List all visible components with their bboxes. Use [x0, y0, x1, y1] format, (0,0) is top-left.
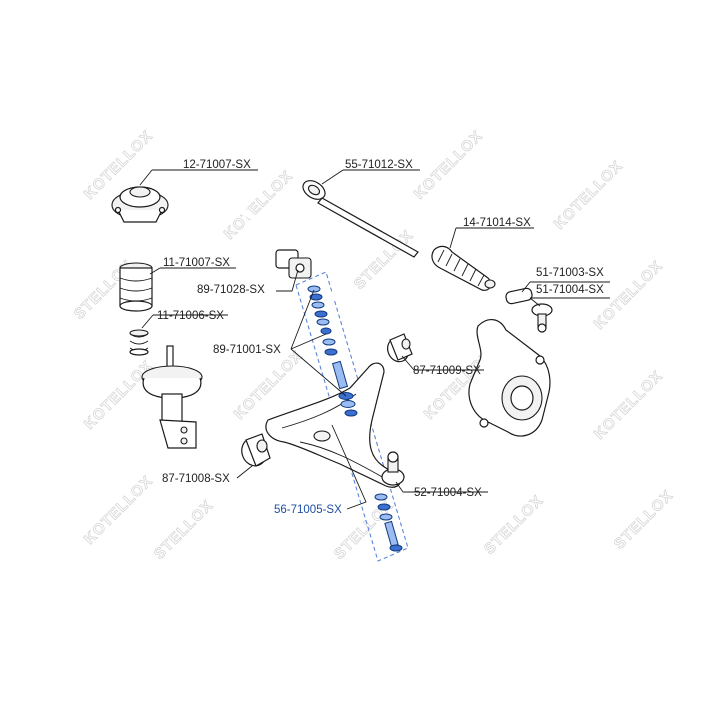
shock-absorber[interactable] — [141, 345, 203, 449]
label-11-71007-sx[interactable]: 11-71007-SX — [163, 257, 230, 269]
arm-bush-front[interactable] — [238, 433, 271, 469]
part-labels: 12-71007-SX 55-71012-SX 14-71014-SX 11-7… — [157, 159, 604, 516]
leader-lines — [139, 169, 610, 510]
steering-knuckle[interactable] — [468, 319, 551, 437]
label-55-71012-sx[interactable]: 55-71012-SX — [345, 159, 413, 171]
spring-pad[interactable] — [129, 329, 149, 356]
control-arm[interactable] — [265, 362, 401, 488]
watermark-text: KOTELLOX — [81, 472, 156, 547]
steering-boot[interactable] — [431, 245, 496, 291]
watermark-text: STELLOX — [481, 492, 547, 558]
watermark-text: STELLOX — [611, 487, 677, 553]
watermark-text: KOTELLOX — [221, 167, 296, 242]
tie-rod-end[interactable] — [505, 287, 553, 333]
watermark-text: KOTELLOX — [591, 367, 666, 442]
watermark-text: STELLOX — [151, 497, 217, 563]
label-51-71004-sx[interactable]: 51-71004-SX — [536, 284, 604, 296]
stabilizer-bar[interactable] — [148, 206, 344, 329]
label-56-71005-sx[interactable]: 56-71005-SX — [274, 504, 342, 516]
label-51-71003-sx[interactable]: 51-71003-SX — [536, 267, 604, 279]
label-89-71028-sx[interactable]: 89-71028-SX — [197, 284, 265, 296]
stabilizer-link-bush[interactable] — [275, 249, 312, 279]
tie-rod[interactable] — [300, 177, 419, 258]
watermark-text: KOTELLOX — [411, 127, 486, 202]
link-hardware-stack[interactable] — [307, 285, 403, 552]
watermark-layer: KOTELLOX KOTELLOX KOTELLOX KOTELLOX STEL… — [70, 127, 677, 563]
label-12-71007-sx[interactable]: 12-71007-SX — [183, 159, 251, 171]
label-89-71001-sx[interactable]: 89-71001-SX — [213, 344, 281, 356]
watermark-text: KOTELLOX — [551, 157, 626, 232]
ball-joint[interactable] — [381, 451, 405, 486]
watermark-text: KOTELLOX — [81, 357, 156, 432]
label-52-71004-sx[interactable]: 52-71004-SX — [414, 487, 482, 499]
bump-stop[interactable] — [119, 262, 153, 312]
label-11-71006-sx[interactable]: 11-71006-SX — [157, 310, 224, 322]
label-87-71009-sx[interactable]: 87-71009-SX — [413, 365, 481, 377]
label-14-71014-sx[interactable]: 14-71014-SX — [463, 217, 531, 229]
label-87-71008-sx[interactable]: 87-71008-SX — [162, 473, 230, 485]
strut-mount[interactable] — [111, 186, 169, 223]
arm-bush-rear[interactable] — [384, 333, 413, 365]
